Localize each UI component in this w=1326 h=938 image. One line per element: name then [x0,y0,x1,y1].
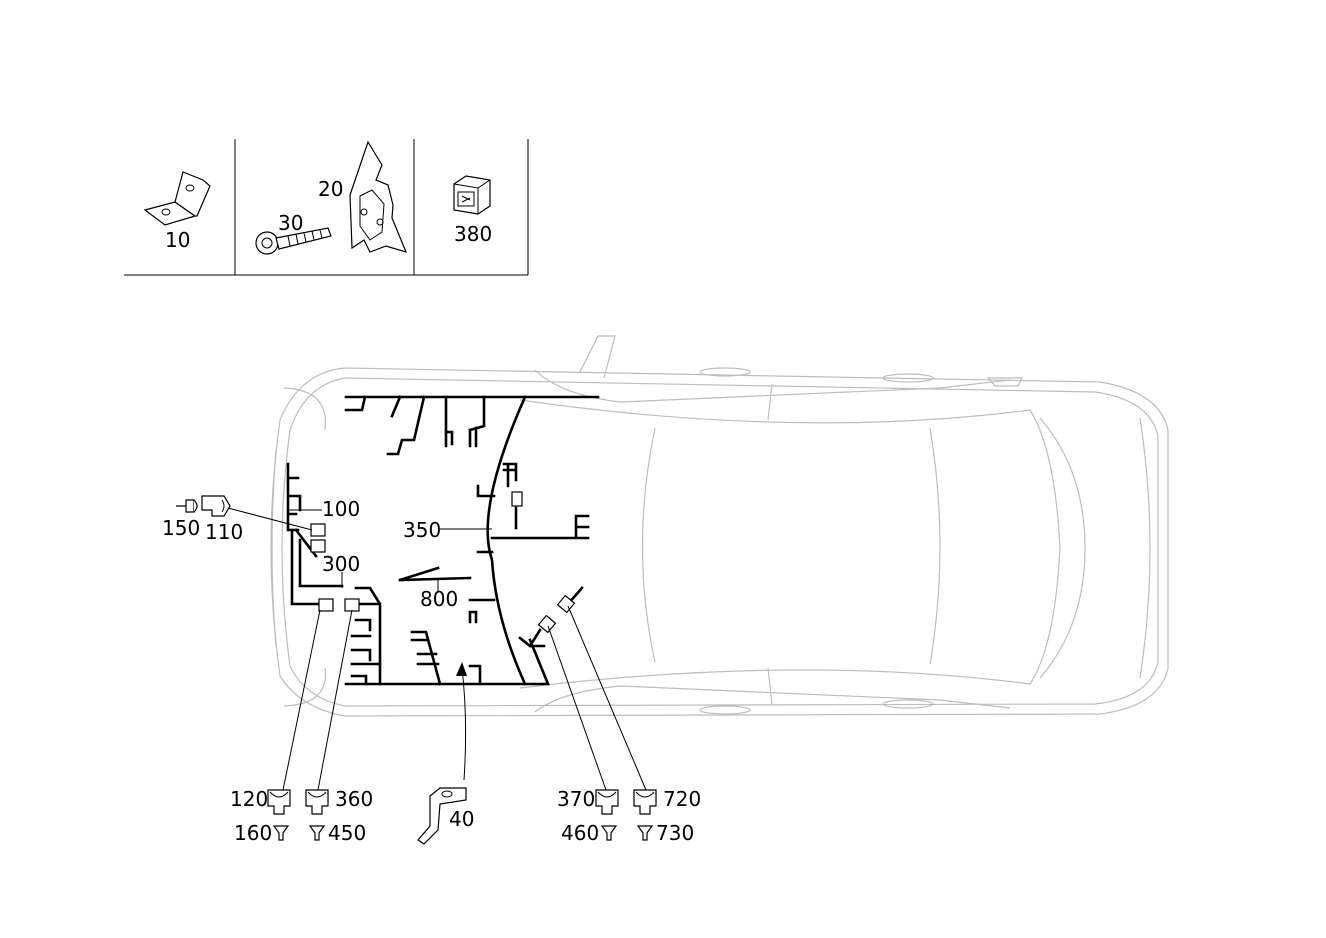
label-160: 160 [234,821,272,845]
leader-lines [227,507,647,791]
connector-parts [176,495,657,845]
bracket-part-20 [349,140,408,253]
label-460: 460 [561,821,599,845]
wiring-harness-lines [286,395,600,686]
label-100: 100 [322,497,360,521]
parts-inset-panel: 10 20 30 380 [124,139,529,276]
label-730: 730 [656,821,694,845]
label-110: 110 [205,520,243,544]
label-370: 370 [557,787,595,811]
label-350: 350 [403,518,441,542]
label-20: 20 [318,177,343,201]
label-300: 300 [322,552,360,576]
label-150: 150 [162,516,200,540]
label-450: 450 [328,821,366,845]
label-40: 40 [449,807,474,831]
label-720: 720 [663,787,701,811]
label-360: 360 [335,787,373,811]
label-10: 10 [165,228,190,252]
label-380: 380 [454,222,492,246]
label-800: 800 [420,587,458,611]
clip-part-10 [143,171,211,226]
car-outline [270,335,1169,717]
relay-part-380 [453,175,491,215]
bolt-part-30 [255,227,332,255]
label-120: 120 [230,787,268,811]
main-labels: 100 110 150 300 350 800 120 360 160 450 … [162,497,701,845]
label-30: 30 [278,211,303,235]
